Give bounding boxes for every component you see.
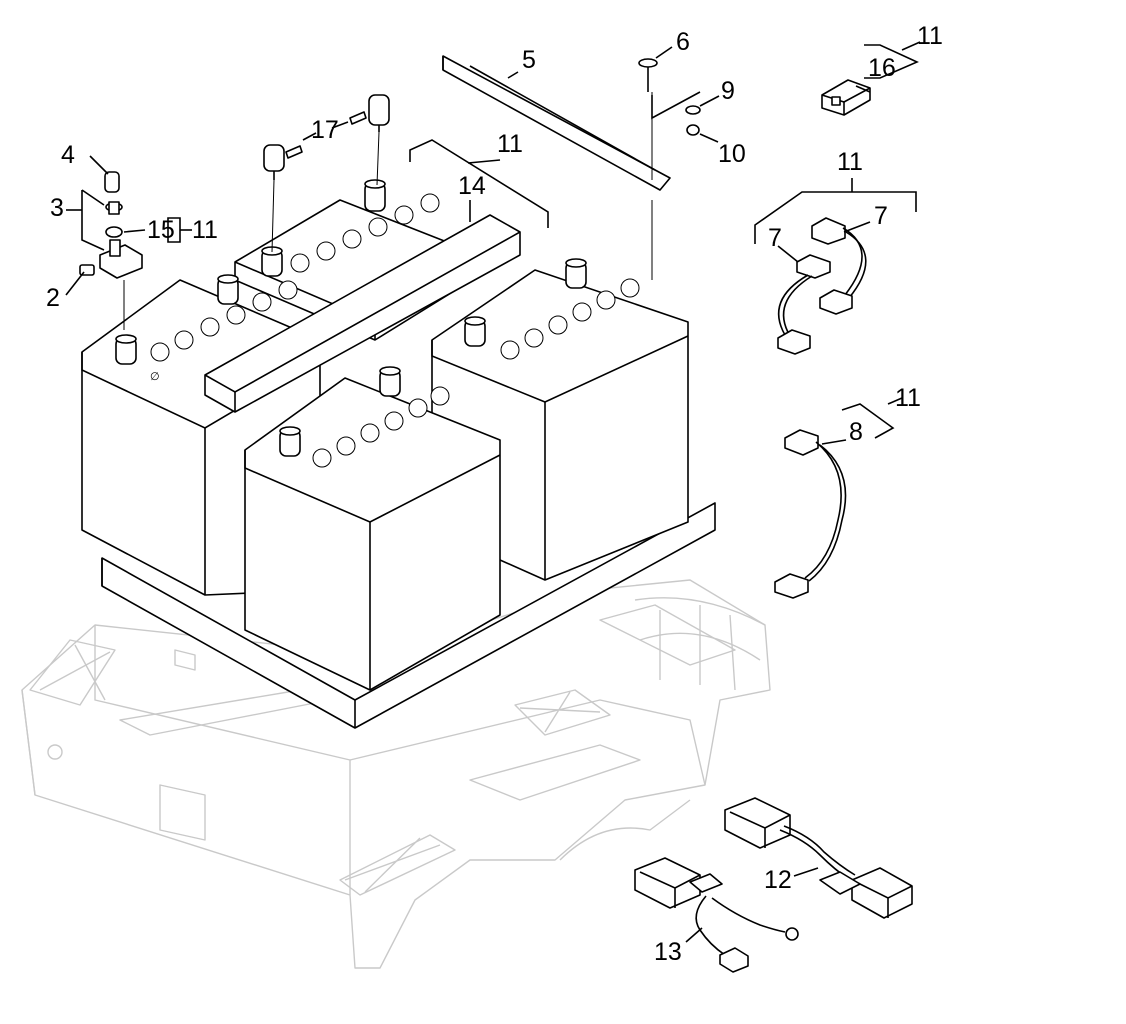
vent-caps-row-left <box>150 280 298 362</box>
callout-11-cables: 11 <box>837 148 863 176</box>
leader-lines <box>65 41 921 943</box>
battery-hold-down-bar <box>204 214 521 413</box>
callout-4: 4 <box>61 141 75 169</box>
battery-front-center <box>244 366 501 691</box>
bolt-washer-nut <box>638 58 701 280</box>
terminal-post-caps <box>263 94 390 253</box>
vent-caps-row-center <box>312 386 450 468</box>
callout-7-right: 7 <box>874 202 888 230</box>
callout-11-long-cable: 11 <box>895 384 921 412</box>
callout-8: 8 <box>849 418 863 446</box>
battery-cable-long <box>774 429 847 599</box>
callout-12: 12 <box>764 866 792 894</box>
callout-3: 3 <box>50 194 64 222</box>
svg-text:∅: ∅ <box>150 371 160 383</box>
callout-14: 14 <box>458 172 486 200</box>
vent-caps-row-back <box>290 193 440 273</box>
relay-connector <box>821 79 871 116</box>
callout-13: 13 <box>654 938 682 966</box>
callout-17: 17 <box>311 116 339 144</box>
callout-9: 9 <box>721 77 735 105</box>
machine-chassis-outline <box>21 579 771 969</box>
vent-caps-row-right <box>500 278 640 360</box>
callout-11-batteries: 11 <box>497 130 523 158</box>
callout-2: 2 <box>46 284 60 312</box>
callout-16: 16 <box>868 54 896 82</box>
terminal-clamp-assembly <box>79 171 143 330</box>
callout-11-relay: 11 <box>917 22 943 50</box>
callout-15: 15 <box>147 216 175 244</box>
mounting-bracket-strip <box>442 55 671 191</box>
callout-5: 5 <box>522 46 536 74</box>
plug-harness-13 <box>634 857 799 973</box>
callout-labels: 2 3 4 5 6 7 7 8 9 10 11 11 11 11 11 12 1… <box>46 22 943 966</box>
callout-10: 10 <box>718 140 746 168</box>
callout-6: 6 <box>676 28 690 56</box>
plug-harness-12 <box>724 797 913 919</box>
callout-11-terminal: 11 <box>192 216 218 244</box>
battery-tray <box>101 502 716 729</box>
battery-cables-pair <box>777 217 867 355</box>
callout-7-left: 7 <box>768 224 782 252</box>
